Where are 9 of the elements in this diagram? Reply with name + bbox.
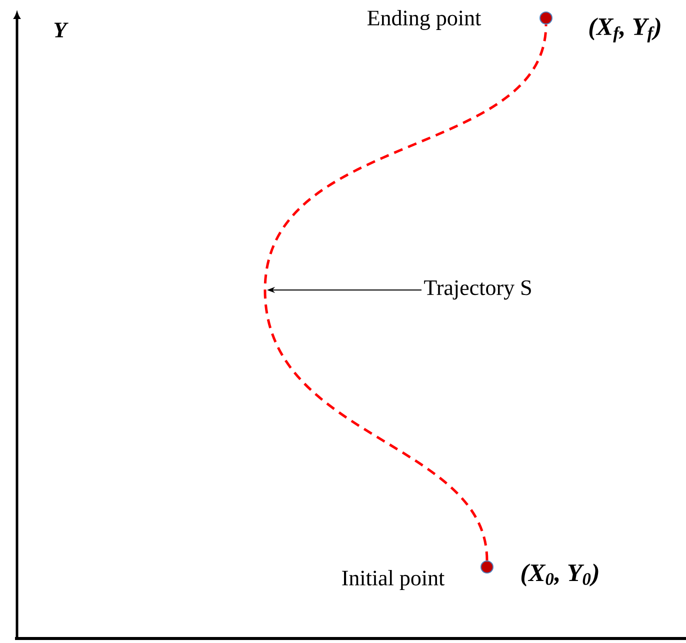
- point-label: Initial point: [342, 570, 445, 590]
- trajectory-label: Trajectory S: [424, 280, 531, 300]
- trajectory-curve: [264, 24, 548, 561]
- coordinate-label: (X$_{0}$, Y$_{0}$): [521, 564, 598, 586]
- point-dot: [480, 560, 494, 574]
- coordinate-label: (X$_{f}$, Y$_{f}$): [589, 18, 660, 42]
- point-label: Ending point: [368, 10, 482, 30]
- point-dot: [540, 12, 552, 24]
- axis-label: Y: [54, 22, 68, 38]
